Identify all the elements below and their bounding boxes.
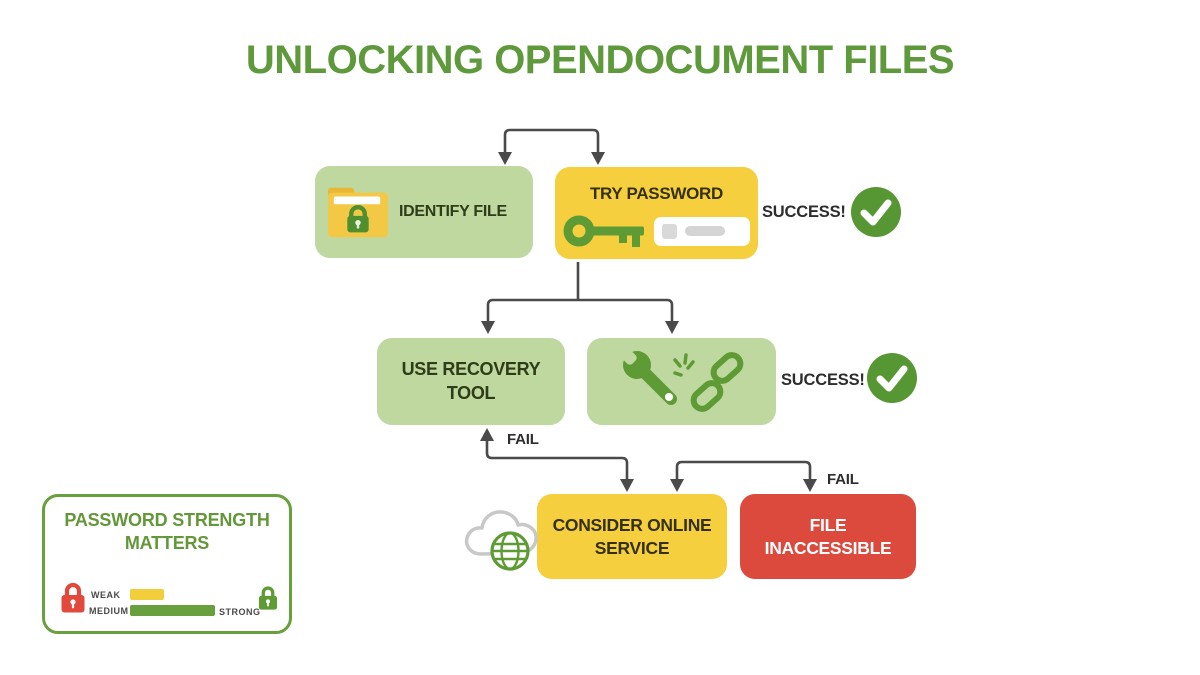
consider-online-service-node: CONSIDER ONLINE SERVICE [537, 494, 727, 579]
file-inaccessible-label: FILE INACCESSIBLE [764, 515, 892, 558]
password-field-box-glyph [662, 223, 677, 239]
password-input-illustration [654, 216, 750, 246]
identify-file-node: IDENTIFY FILE [315, 166, 533, 258]
try-password-illustration [563, 211, 750, 251]
cloud-globe-icon [464, 510, 538, 571]
green-padlock-icon [258, 586, 278, 610]
medium-strong-strength-bar [130, 605, 215, 616]
repair-success-label: SUCCESS! [781, 371, 865, 389]
file-inaccessible-node: FILE INACCESSIBLE [740, 494, 916, 579]
page-title: UNLOCKING OPENDOCUMENT FILES [245, 38, 955, 82]
use-recovery-tool-label: USE RECOVERY TOOL [401, 359, 541, 403]
red-padlock-icon [61, 582, 85, 613]
weak-strength-bar [130, 589, 164, 600]
check-circle-icon [867, 353, 917, 403]
try-password-node: TRY PASSWORD [555, 167, 758, 259]
repair-fail-label: FAIL [827, 471, 859, 488]
recovery-fail-label: FAIL [507, 431, 539, 448]
strong-label: STRONG [219, 607, 261, 617]
consider-online-service-label: CONSIDER ONLINE SERVICE [552, 515, 712, 558]
wrench-and-broken-chain-icon [617, 345, 744, 412]
password-strength-card: PASSWORD STRENGTH MATTERS WEAK MEDIUM ST… [42, 494, 292, 634]
locked-folder-icon [327, 187, 389, 238]
identify-file-label: IDENTIFY FILE [399, 202, 507, 220]
try-password-success-label: SUCCESS! [762, 203, 846, 221]
check-circle-icon [851, 187, 901, 237]
medium-label: MEDIUM [89, 606, 129, 616]
key-icon [563, 215, 644, 248]
repair-file-node [587, 338, 776, 425]
password-field-dots-glyph [685, 226, 725, 237]
use-recovery-tool-node: USE RECOVERY TOOL [377, 338, 565, 425]
try-password-label: TRY PASSWORD [589, 183, 724, 203]
password-strength-title: PASSWORD STRENGTH MATTERS [64, 510, 270, 554]
weak-label: WEAK [91, 590, 121, 600]
